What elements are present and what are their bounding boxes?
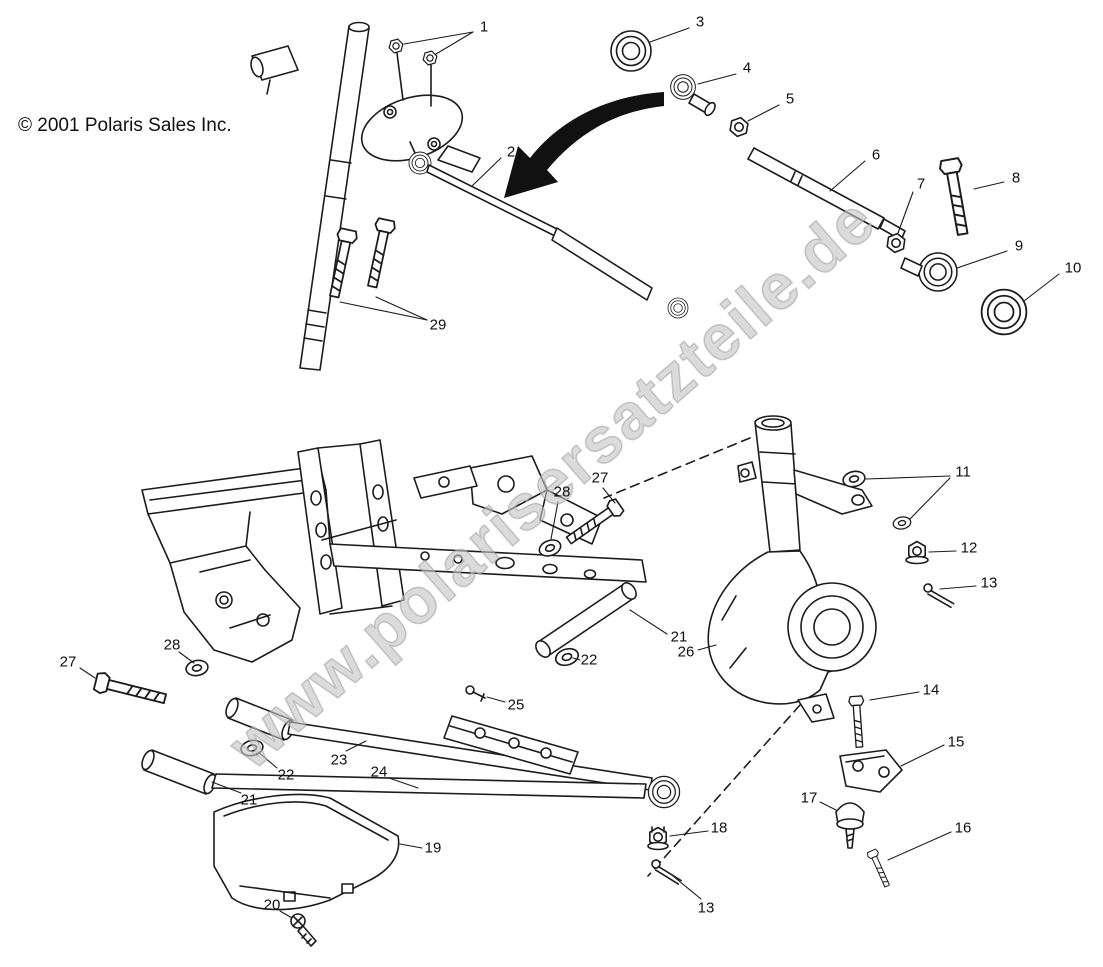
tie-rod-6 — [747, 147, 885, 230]
fasteners-11-12-13 — [840, 468, 958, 609]
copyright-notice: © 2001 Polaris Sales Inc. — [18, 115, 232, 136]
bolt-8 — [937, 156, 975, 237]
cotter-pin-13a — [920, 582, 958, 609]
post-nut-1 — [387, 36, 405, 56]
a-arm-tube-24 — [211, 773, 647, 799]
fasteners-bottom-right — [647, 695, 903, 889]
pivot-shaft-21-right — [535, 582, 637, 669]
a-arm-assembly — [92, 657, 681, 809]
direction-arrow — [504, 92, 664, 198]
tie-rod-end-3 — [610, 30, 652, 72]
frame-assembly — [141, 439, 647, 663]
washer-11b — [891, 514, 913, 532]
washer-28-left — [184, 657, 210, 679]
guard-panel-19 — [213, 793, 400, 911]
nut-5 — [728, 115, 750, 139]
post-nut-2 — [421, 48, 439, 68]
bushing-10 — [980, 288, 1028, 336]
tie-rod-left — [408, 141, 689, 319]
tie-rod-right-parts — [610, 30, 1028, 336]
bolt-16 — [865, 848, 893, 889]
tie-rod-end-9 — [918, 252, 958, 292]
plate-15 — [839, 749, 903, 793]
screw-20 — [290, 913, 317, 947]
bolt-14 — [847, 695, 868, 749]
steering-post-assembly — [250, 21, 481, 371]
grease-fitting-25 — [465, 685, 475, 695]
ball-joint-4 — [670, 74, 696, 100]
arm-bushing — [647, 775, 681, 809]
leader-lines-layer — [79, 27, 1060, 919]
bolt-27-left — [92, 670, 169, 710]
steering-knuckle — [603, 415, 877, 877]
